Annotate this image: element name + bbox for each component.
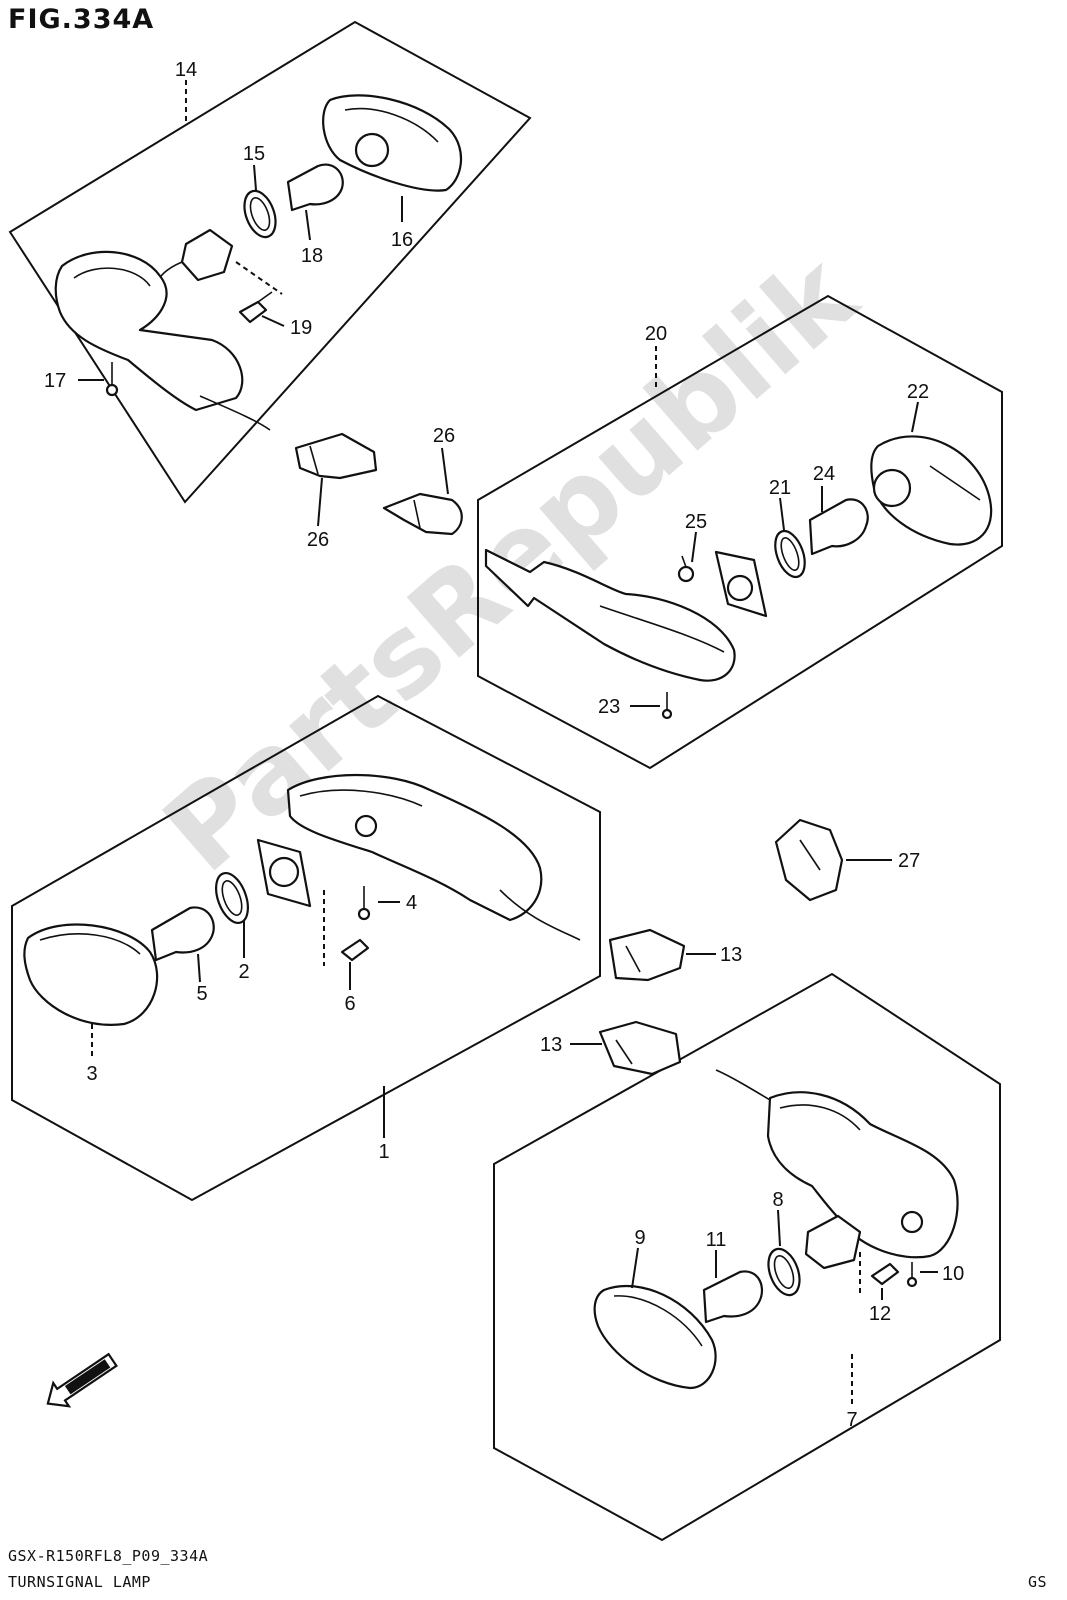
callout-5: 5	[196, 983, 207, 1005]
callout-19: 19	[290, 317, 312, 339]
turn-signal-assembly-14	[54, 94, 463, 431]
callout-10: 10	[942, 1263, 964, 1285]
callout-6: 6	[344, 993, 355, 1015]
callout-18: 18	[301, 245, 323, 267]
callout-1: 1	[378, 1141, 389, 1163]
footer-region-code: GS	[1028, 1573, 1048, 1591]
callout-13-upper: 13	[720, 944, 742, 966]
callout-2: 2	[238, 961, 249, 983]
group-box-7	[493, 972, 1001, 1542]
group-box-1	[11, 694, 601, 1202]
callout-26-right: 26	[433, 425, 455, 447]
callout-24: 24	[813, 463, 835, 485]
clip-26-right	[382, 492, 463, 536]
callout-25: 25	[685, 511, 707, 533]
group-box-20	[477, 294, 1003, 770]
leader-lines	[78, 80, 938, 1406]
callout-labels: 14 15 16 18 19 17 20 22 24 21 25 23 26 2…	[44, 59, 964, 1431]
front-arrow-icon	[46, 1352, 118, 1408]
callout-9: 9	[634, 1227, 645, 1249]
turn-signal-assembly-20	[484, 435, 993, 720]
callout-8: 8	[772, 1189, 783, 1211]
clip-27	[774, 818, 844, 902]
callout-7: 7	[846, 1409, 857, 1431]
group-box-14	[8, 20, 532, 504]
callout-12: 12	[869, 1303, 891, 1325]
footer-part-name: TURNSIGNAL LAMP	[8, 1573, 151, 1591]
clip-26-left	[294, 432, 378, 480]
callout-26-left: 26	[307, 529, 329, 551]
callout-27: 27	[898, 850, 920, 872]
callout-11: 11	[706, 1229, 727, 1251]
callout-16: 16	[391, 229, 413, 251]
turn-signal-assembly-7	[593, 1069, 959, 1390]
callout-14: 14	[175, 59, 197, 81]
callout-4: 4	[406, 892, 417, 914]
callout-20: 20	[645, 323, 667, 345]
callout-13-lower: 13	[540, 1034, 562, 1056]
turn-signal-assembly-1	[23, 773, 581, 1026]
callout-23: 23	[598, 696, 620, 718]
callout-21: 21	[769, 477, 791, 499]
footer-drawing-code: GSX-R150RFL8_P09_334A	[8, 1547, 209, 1565]
callout-3: 3	[86, 1063, 97, 1085]
clip-13-upper	[608, 928, 686, 982]
callout-22: 22	[907, 381, 929, 403]
callout-15: 15	[243, 143, 265, 165]
callout-17: 17	[44, 370, 66, 392]
figure-title: FIG.334A	[8, 4, 155, 35]
clip-13-lower	[598, 1020, 682, 1076]
